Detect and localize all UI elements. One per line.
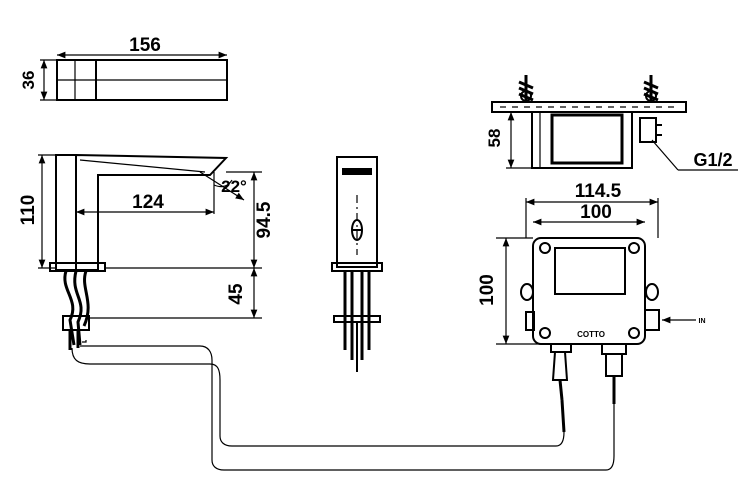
dim-36: 36 [19, 71, 38, 90]
control-box-front-view: COTTO IN 114.5 100 100 [477, 181, 706, 433]
dim-124: 124 [132, 192, 164, 213]
control-box-side-view: G1/2 58 [485, 75, 738, 171]
dim-45: 45 [226, 283, 247, 305]
inlet-arrow-label: IN [699, 318, 706, 325]
inlet-thread-label: G1/2 [693, 150, 732, 170]
faucet-side-view: 110 124 22° 94.5 45 [18, 153, 275, 350]
dim-100-height: 100 [477, 274, 498, 306]
dim-22-degrees: 22° [221, 177, 247, 196]
dim-94-5: 94.5 [254, 201, 275, 238]
dim-156: 156 [129, 35, 161, 56]
dim-114-5: 114.5 [575, 181, 622, 202]
dim-100-width: 100 [580, 202, 612, 223]
brand-mark: COTTO [577, 330, 605, 339]
faucet-front-view [331, 156, 383, 372]
dim-110: 110 [18, 195, 39, 226]
dim-58: 58 [485, 129, 504, 148]
faucet-top-view: 156 36 [19, 35, 228, 101]
connecting-hoses [71, 340, 615, 471]
